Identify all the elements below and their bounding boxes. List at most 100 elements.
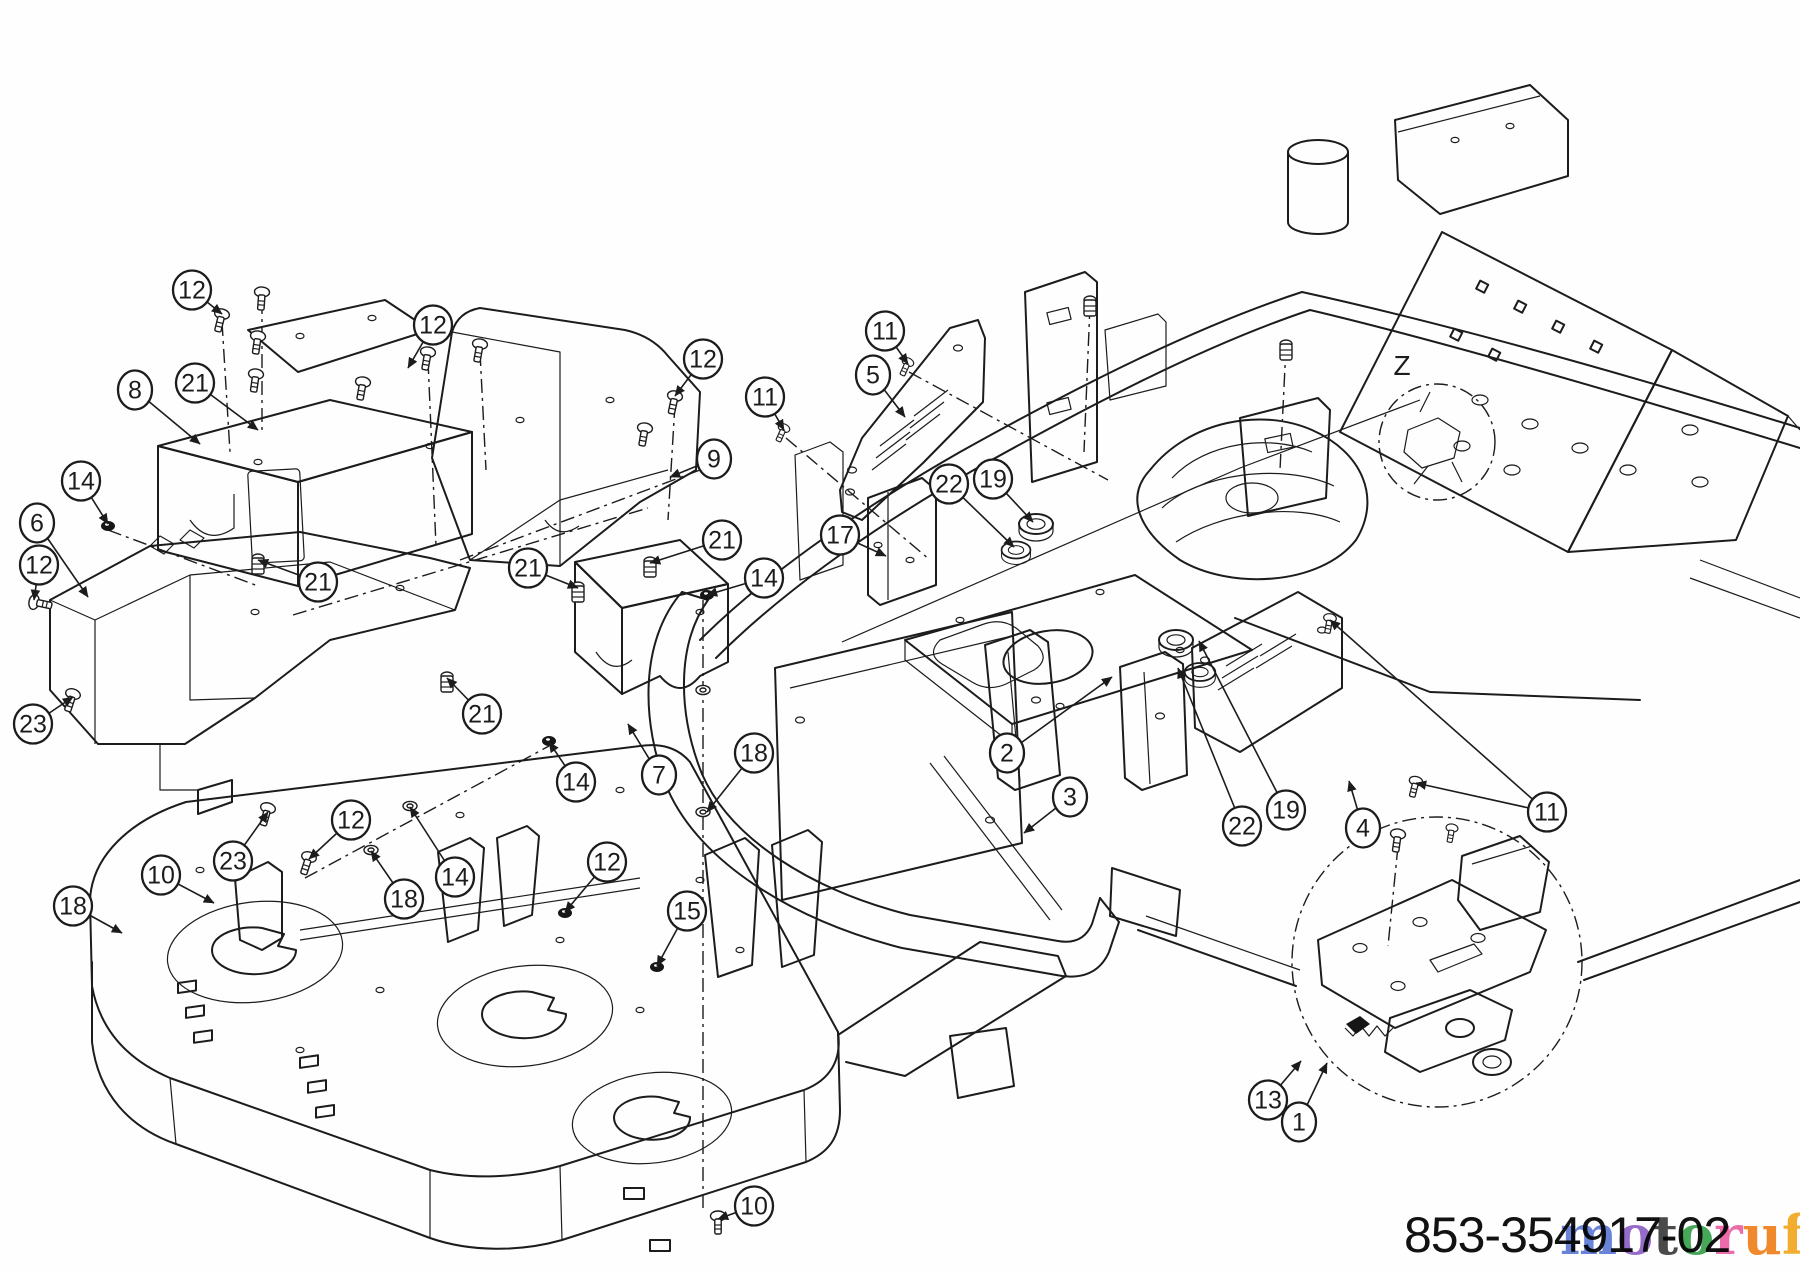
watermark-letter: m	[1560, 1203, 1618, 1267]
console-bracket-drawing	[1024, 271, 1331, 517]
callout-number: 22	[935, 471, 963, 499]
callout-number: 7	[652, 762, 666, 790]
callout-9: 9	[669, 438, 733, 480]
callout-23: 23	[212, 811, 269, 882]
callout-number: 23	[19, 711, 47, 739]
callout-11: 11	[744, 376, 786, 431]
callout-balloon	[701, 519, 743, 561]
callout-number: 17	[826, 522, 854, 550]
watermark-letter: o	[1678, 1203, 1715, 1267]
callout-number: 11	[1534, 799, 1560, 827]
callout-21: 21	[257, 559, 339, 603]
callout-balloon	[383, 878, 425, 920]
callout-number: 18	[59, 893, 87, 921]
callout-22: 22	[1177, 667, 1263, 847]
detail-z-label: Z	[1393, 350, 1410, 381]
callout-balloon	[1526, 791, 1568, 833]
callout-balloon	[1280, 1101, 1318, 1143]
callout-number: 12	[337, 807, 365, 835]
callout-number: 21	[514, 555, 542, 583]
callout-balloon	[60, 460, 102, 502]
callout-11: 11	[864, 310, 909, 365]
callout-balloon	[461, 693, 503, 735]
callout-12: 12	[407, 304, 454, 369]
callout-balloon	[434, 856, 476, 898]
callout-19: 19	[1198, 640, 1307, 831]
callout-number: 21	[468, 701, 496, 729]
detail-circle-drawing	[1291, 816, 1583, 1108]
watermark-letter: o	[1617, 1203, 1654, 1267]
callout-17: 17	[819, 514, 887, 557]
callout-number: 12	[593, 849, 621, 877]
callout-balloon	[1247, 1079, 1289, 1121]
callout-4: 4	[1344, 780, 1382, 849]
watermark-letter: r	[1714, 1203, 1743, 1267]
callout-number: 12	[178, 277, 206, 305]
callout-number: 10	[740, 1193, 768, 1221]
callout-balloon	[1265, 789, 1307, 831]
callout-number: 14	[67, 468, 95, 496]
belt-cover-top-plate-drawing	[247, 299, 431, 373]
callout-12: 12	[18, 544, 60, 601]
callout-balloon	[212, 840, 254, 882]
callout-14: 14	[548, 741, 597, 803]
bracket-cover-6-drawing	[49, 529, 471, 815]
callout-balloon	[864, 310, 906, 352]
callout-balloon	[52, 885, 94, 927]
callout-leader-line	[1177, 667, 1243, 827]
callout-number: 21	[708, 527, 736, 555]
callout-number: 10	[147, 862, 175, 890]
callout-number: 19	[979, 466, 1007, 494]
callout-number: 18	[390, 886, 418, 914]
callout-12: 12	[308, 799, 372, 860]
callout-balloon	[1344, 807, 1382, 849]
callout-14: 14	[409, 806, 476, 898]
callout-balloon	[507, 547, 549, 589]
callout-balloon	[18, 502, 56, 544]
callout-number: 12	[25, 552, 53, 580]
callout-balloon	[171, 269, 213, 311]
callout-21: 21	[507, 547, 579, 589]
mower-deck-drawing	[89, 744, 1067, 1252]
callout-leader-line	[1198, 640, 1287, 811]
callout-balloon	[640, 754, 678, 796]
callout-5: 5	[854, 354, 906, 418]
spindle-bushings-drawing	[1000, 513, 1217, 689]
callout-8: 8	[116, 369, 201, 445]
belt-cover-8-drawing	[157, 399, 473, 587]
callout-balloon	[733, 732, 775, 774]
callout-number: 19	[1272, 797, 1300, 825]
callout-number: 22	[1228, 813, 1256, 841]
callout-number: 18	[740, 740, 768, 768]
callout-number: 12	[689, 346, 717, 374]
callout-22: 22	[928, 463, 1015, 548]
callout-12: 12	[564, 841, 628, 913]
callout-12: 12	[674, 338, 724, 397]
callout-number: 13	[1254, 1087, 1282, 1115]
watermark-motoruf: motoruf.de	[1560, 1206, 1800, 1272]
callout-11: 11	[1329, 619, 1568, 833]
callout-leader-line	[1415, 780, 1548, 813]
callout-number: 11	[872, 318, 898, 346]
callout-3: 3	[1023, 776, 1089, 834]
callout-balloon	[18, 544, 60, 586]
callout-21: 21	[649, 519, 743, 565]
callout-15: 15	[656, 890, 708, 967]
callout-number: 5	[866, 362, 880, 390]
callout-balloon	[174, 362, 216, 404]
callout-number: 11	[752, 384, 778, 412]
cover-7-drawing	[574, 539, 729, 695]
callout-18: 18	[52, 885, 123, 934]
callout-balloon	[297, 561, 339, 603]
tank-housing-drawing	[1136, 418, 1369, 581]
callout-18: 18	[706, 732, 775, 813]
callout-balloon	[140, 854, 182, 896]
callout-number: 14	[750, 565, 778, 593]
callout-balloon	[682, 338, 724, 380]
callout-balloon	[743, 557, 785, 599]
callout-2: 2	[988, 676, 1113, 774]
callout-number: 12	[419, 312, 447, 340]
callout-balloon	[928, 463, 970, 505]
